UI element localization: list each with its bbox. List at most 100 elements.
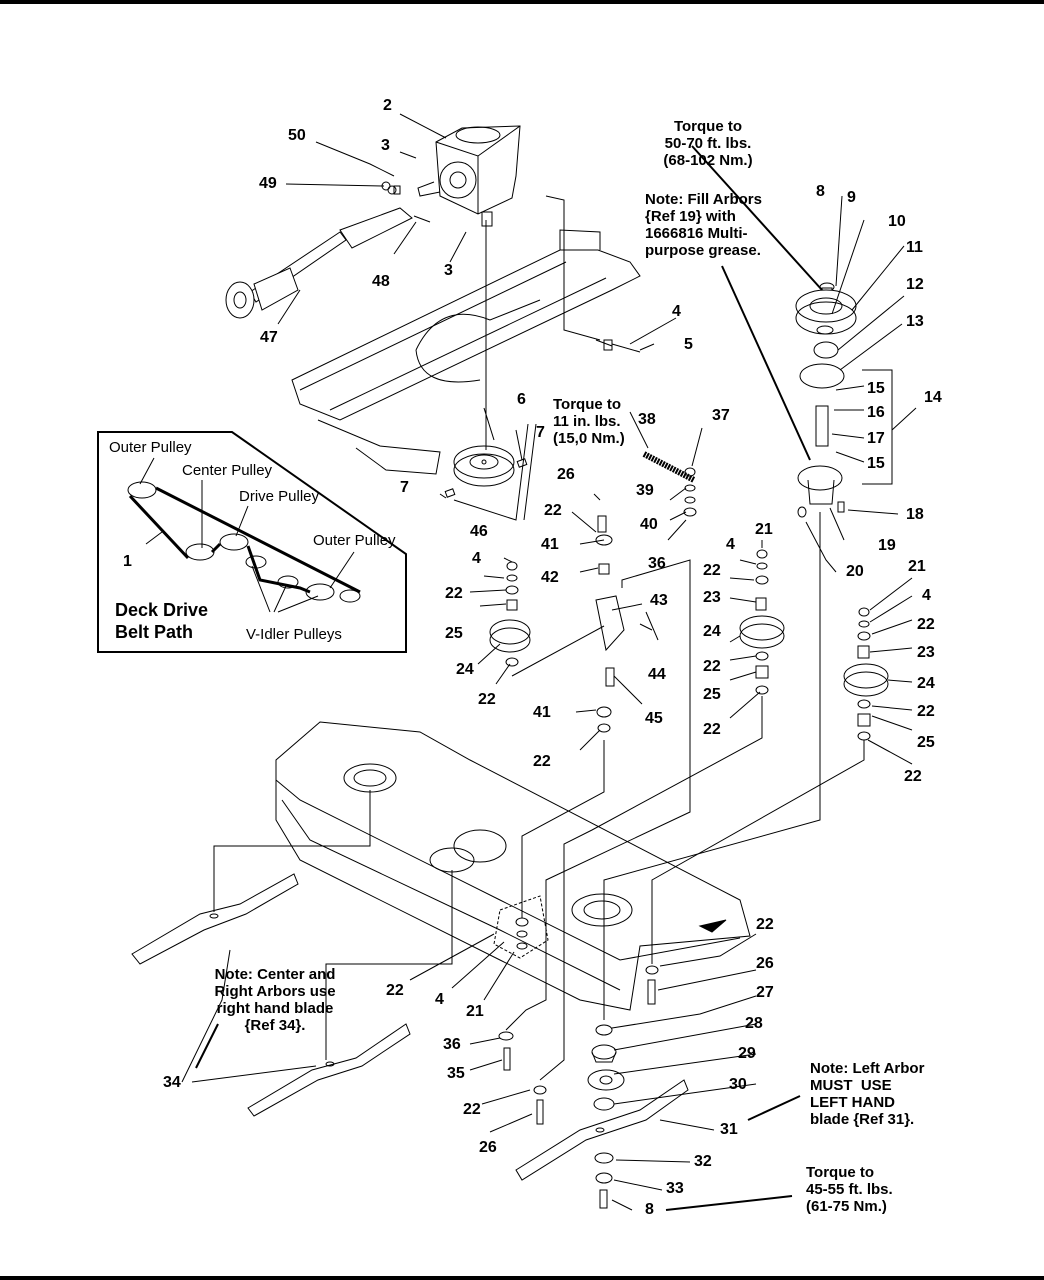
callout-26: 26 <box>479 1139 497 1156</box>
callout-12: 12 <box>906 276 924 293</box>
callout-22: 22 <box>478 691 496 708</box>
callout-29: 29 <box>738 1045 756 1062</box>
callout-9: 9 <box>847 189 856 206</box>
note-left-arbor-blade: Note: Left Arbor MUST USE LEFT HAND blad… <box>810 1060 925 1128</box>
callout-25: 25 <box>703 686 721 703</box>
callout-3: 3 <box>444 262 453 279</box>
callout-22: 22 <box>917 703 935 720</box>
callout-35: 35 <box>447 1065 465 1082</box>
callout-19: 19 <box>878 537 896 554</box>
callout-24: 24 <box>703 623 721 640</box>
callout-20: 20 <box>846 563 864 580</box>
leader-lines <box>181 113 917 1211</box>
callout-50: 50 <box>288 127 306 144</box>
callout-38: 38 <box>638 411 656 428</box>
callout-46: 46 <box>470 523 488 540</box>
callout-22: 22 <box>756 916 774 933</box>
callout-8: 8 <box>645 1201 654 1218</box>
callout-42: 42 <box>541 569 559 586</box>
callout-27: 27 <box>756 984 774 1001</box>
callout-18: 18 <box>906 506 924 523</box>
callout-25: 25 <box>917 734 935 751</box>
callout-37: 37 <box>712 407 730 424</box>
callout-22: 22 <box>917 616 935 633</box>
callout-13: 13 <box>906 313 924 330</box>
callout-39: 39 <box>636 482 654 499</box>
callout-48: 48 <box>372 273 390 290</box>
note-center-right-blade: Note: Center and Right Arbors use right … <box>214 966 336 1034</box>
callout-21: 21 <box>466 1003 484 1020</box>
callout-15: 15 <box>867 380 885 397</box>
callout-31: 31 <box>720 1121 738 1138</box>
callout-25: 25 <box>445 625 463 642</box>
callout-44: 44 <box>648 666 666 683</box>
gearbox-part <box>417 125 521 227</box>
inset-label-drive-pulley: Drive Pulley <box>239 488 320 505</box>
blade-right-hand-lower <box>247 1023 411 1117</box>
callout-21: 21 <box>908 558 926 575</box>
deck-fasteners <box>498 917 659 1125</box>
driveshaft-part <box>225 181 431 319</box>
callout-22: 22 <box>445 585 463 602</box>
mower-deck-shell <box>275 721 751 1011</box>
callout-2: 2 <box>383 97 392 114</box>
idler-arm-part <box>595 515 653 733</box>
callout-28: 28 <box>745 1015 763 1032</box>
callout-7: 7 <box>400 479 409 496</box>
callout-22: 22 <box>386 982 404 999</box>
inset-callout-belt-1: 1 <box>123 553 132 570</box>
inset-label-outer-pulley-right: Outer Pulley <box>313 532 396 549</box>
note-fill-arbors: Note: Fill Arbors {Ref 19} with 1666816 … <box>645 191 762 259</box>
bracket-14 <box>862 369 893 485</box>
callout-16: 16 <box>867 404 885 421</box>
callout-23: 23 <box>917 644 935 661</box>
callout-41: 41 <box>533 704 551 721</box>
callout-49: 49 <box>259 175 277 192</box>
callout-47: 47 <box>260 329 278 346</box>
belt-path-inset <box>97 431 407 653</box>
callout-5: 5 <box>684 336 693 353</box>
callout-33: 33 <box>666 1180 684 1197</box>
inset-label-center-pulley: Center Pulley <box>182 462 273 479</box>
callout-4: 4 <box>922 587 931 604</box>
inset-label-outer-pulley-left: Outer Pulley <box>109 439 192 456</box>
blade-right-hand-upper <box>131 873 299 965</box>
callout-15: 15 <box>867 455 885 472</box>
callout-22: 22 <box>533 753 551 770</box>
callout-10: 10 <box>888 213 906 230</box>
note-torque-11: Torque to 11 in. lbs. (15,0 Nm.) <box>553 396 625 447</box>
spring-38 <box>642 451 697 517</box>
callout-26: 26 <box>557 466 575 483</box>
callout-23: 23 <box>703 589 721 606</box>
callout-40: 40 <box>640 516 658 533</box>
callout-22: 22 <box>703 658 721 675</box>
callout-34: 34 <box>163 1074 181 1091</box>
callout-41: 41 <box>541 536 559 553</box>
callout-6: 6 <box>517 391 526 408</box>
callout-4: 4 <box>435 991 444 1008</box>
arbor-assembly <box>795 282 857 518</box>
idler-pulley-right <box>843 607 889 741</box>
callout-17: 17 <box>867 430 885 447</box>
drive-pulley-part <box>444 445 528 498</box>
callout-8: 8 <box>816 183 825 200</box>
callout-36: 36 <box>443 1036 461 1053</box>
callout-26: 26 <box>756 955 774 972</box>
callout-11: 11 <box>906 239 923 256</box>
callout-14: 14 <box>924 389 942 406</box>
blade-mount-assembly <box>587 1024 625 1209</box>
callout-22: 22 <box>904 768 922 785</box>
bottom-border-rule <box>0 1276 1044 1280</box>
callout-21: 21 <box>755 521 773 538</box>
callout-43: 43 <box>650 592 668 609</box>
idler-pulley-center <box>739 549 785 695</box>
callout-24: 24 <box>917 675 935 692</box>
callout-45: 45 <box>645 710 663 727</box>
callout-22: 22 <box>544 502 562 519</box>
top-border-rule <box>0 0 1044 4</box>
callout-4: 4 <box>726 536 735 553</box>
callout-36: 36 <box>648 555 666 572</box>
note-torque-45-55: Torque to 45-55 ft. lbs. (61-75 Nm.) <box>806 1164 893 1215</box>
mounting-frame <box>291 229 641 475</box>
